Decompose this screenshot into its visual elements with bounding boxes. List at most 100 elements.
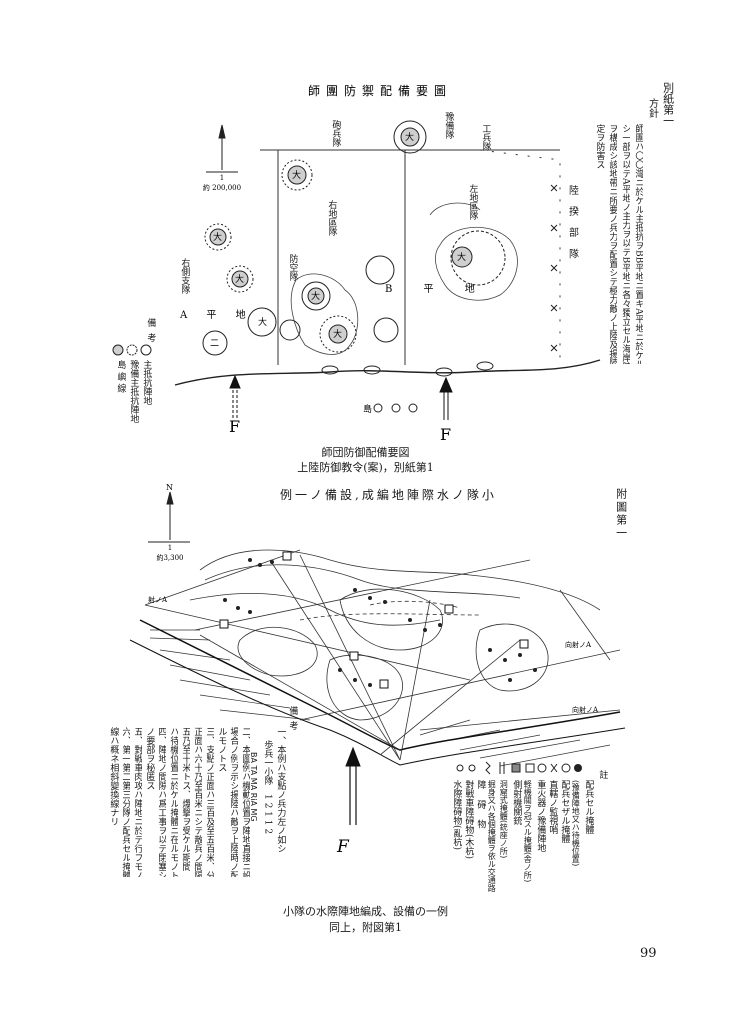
map2-caption-line1: 小隊の水際陣地編成、設備の一例 xyxy=(283,905,448,918)
map2-note-14: 六、第一第二第三分隊ノ配兵セル掩體ノ xyxy=(120,727,131,877)
map1-reserve-label: 豫備隊 xyxy=(443,112,454,139)
map2-arrow-a1: 射ノA xyxy=(148,595,168,604)
map2-note-11: 四、陣地ノ間隙ハ爲工事ヲ以テ閉塞シテ陣地 xyxy=(156,727,167,877)
map1-f-left: F xyxy=(229,417,240,436)
map2-note-10: ハ待機位置ニ於ケル掩體ニ在ルモノトス xyxy=(168,727,179,877)
map2-scale-num: 1 xyxy=(168,544,172,552)
map2-note-6: ルモノトス xyxy=(216,727,227,772)
map1-policy-line-1: 師團ハ〇〇灣ニ於ケル主抵抗ヲBB平地ニ置キA平地ニ於ケル xyxy=(633,124,644,364)
map2-north-arrow xyxy=(148,491,190,543)
map2-shoreline xyxy=(139,619,621,751)
map2-note-9: 五乃至十米トス、爆撃ヲ受ケル期間 xyxy=(180,727,191,871)
map1-beach-marks xyxy=(321,361,494,377)
map2-legend-4: 直轄ノ監視哨 xyxy=(547,780,558,834)
map2-legend-5: 重火器ノ豫備陣地 xyxy=(535,780,546,852)
map2-contours xyxy=(189,549,601,721)
map1-defense-positions xyxy=(202,120,506,413)
map1-caption-line2: 上陸防御教令(案)，別紙第1 xyxy=(297,461,434,474)
svg-text:大: 大 xyxy=(311,290,320,302)
map2-arrow-a3: 向射ノA xyxy=(572,705,599,714)
map2-legend-12: 水際障碍物(亂杭) xyxy=(451,780,462,851)
svg-text:大: 大 xyxy=(213,231,222,243)
map2-legend-1: 配兵セル掩體 xyxy=(583,780,594,834)
map2-legend-heading: 註 xyxy=(597,770,608,779)
map1-policy-line-2: シ一部ヲ以テA平地ノ主力ヲ以テB平地ニ各々獨立セル海岸陣地帶 xyxy=(620,124,631,364)
map2-legend-2: (豫備陣地又ハ待機位置) xyxy=(571,780,581,867)
map1-legend-symbols xyxy=(112,344,152,356)
map1-islands: 島 xyxy=(363,403,372,415)
svg-text:大: 大 xyxy=(333,328,342,340)
map1-north-arrow xyxy=(206,124,238,173)
division-map-svg: 師團防禦配備要圖 1 約 200,000 xyxy=(174,83,601,444)
map2-note-12: ノ要部ヲ秘匿ス xyxy=(144,727,155,790)
map2-note-3: BA TA MA RiA MG xyxy=(249,752,259,822)
map2-legend-8: 洞窟式掩體(銃座ノ所) xyxy=(499,780,509,859)
map2-note-2: 歩兵一小隊 1 2 1 1 2 xyxy=(262,740,273,835)
map2-side-label: 附圖第一 xyxy=(614,488,628,540)
map1-b-plain: B 平 地 xyxy=(385,282,489,295)
map1-side-label: 別紙第一 xyxy=(661,82,675,126)
page-number: 99 xyxy=(640,946,657,961)
map2-caption-line2: 同上，附図第1 xyxy=(329,921,402,934)
map1-policy-heading: 方針 xyxy=(646,98,658,118)
map2-title: 例一ノ備設,成編地陣際水ノ隊小 xyxy=(280,488,497,502)
map1-coastline xyxy=(174,359,601,386)
map1-legend-item-2: 豫備主抵抗陣地 xyxy=(128,360,139,423)
map2-f-label: F xyxy=(336,837,350,857)
map1-f-right: F xyxy=(440,425,451,444)
svg-text:大: 大 xyxy=(405,131,414,143)
map2-note-8: 正面ハ六十乃至百米ニシテ散兵ノ間隔ハ xyxy=(192,727,203,877)
map1-circle-labels: 大 大 大 大 二 大 大 大 大 xyxy=(210,131,466,349)
map2-note-7: 三、支點ノ正面ハ三百及至五百米、分隊ノ xyxy=(204,727,215,877)
map1-coastal-unit-label: 陸 揆 部 隊 xyxy=(566,185,578,263)
map1-policy-line-4: 定ヲ防害ス xyxy=(594,124,605,169)
map1-caption-line1: 師団防御配備要図 xyxy=(321,446,410,459)
figure-division-defense-map: 師團防禦配備要圖 1 約 200,000 xyxy=(0,0,731,480)
map1-left-sector-label: 左地區隊 xyxy=(467,184,478,220)
map1-scale-den: 約 200,000 xyxy=(203,183,241,192)
svg-text:大: 大 xyxy=(235,273,244,285)
map2-notes-heading: 備考 xyxy=(287,706,298,736)
map2-note-5: 場合ノ例ヲ示シ揚陸ハ敵ヲ上陸時ノ配備ニ在 xyxy=(228,727,239,877)
map2-legend-3: 配兵セザル掩體 xyxy=(559,780,570,843)
map2-legend-7: 側射機關銃 xyxy=(511,780,522,825)
map2-note-4: 二、本圖例ハ機動位置ヲ陣地直接ニ設ケタル xyxy=(240,727,251,877)
map2-legend-9: 掘身又ハ各個掩體ヲ依ル交通路 xyxy=(487,780,497,892)
map1-frame xyxy=(260,149,561,365)
map1-boundary-marks xyxy=(550,184,558,352)
map2-note-13: 五、對戦車肉攻ハ陣地ニ於テ行フモノト設想ス xyxy=(132,727,143,877)
svg-text:二: 二 xyxy=(210,339,219,349)
map2-legend-11: 對戰車障碍物(木杭) xyxy=(463,780,474,860)
map1-artillery-label: 砲兵隊 xyxy=(330,120,341,147)
map1-legend-item-1: 主抵抗陣地 xyxy=(141,360,152,405)
map1-a-plain: A 平 地 xyxy=(179,308,254,321)
map1-right-flank-label: 右側支隊 xyxy=(179,258,190,294)
svg-text:大: 大 xyxy=(457,251,466,263)
svg-text:大: 大 xyxy=(292,169,301,181)
map2-note-1: 一、本例ハ支點ノ兵力左ノ如シ xyxy=(275,727,286,853)
map2-legend-10: 障 碍 物 xyxy=(475,780,486,833)
map1-legend-heading: 備考 xyxy=(145,318,156,348)
map1-defense-unit-label: 防空隊 xyxy=(287,254,298,281)
map2-north: N xyxy=(166,483,173,492)
map2-legend-symbols xyxy=(456,761,582,775)
platoon-map-svg: N 1 約3,300 xyxy=(129,483,626,857)
map2-positions xyxy=(223,558,537,687)
map1-scale-num: 1 xyxy=(220,174,224,182)
map1-terrain xyxy=(290,202,518,355)
map1-title: 師團防禦配備要圖 xyxy=(308,83,452,98)
map1-right-sector-label: 右地區隊 xyxy=(326,200,337,236)
svg-text:大: 大 xyxy=(258,316,267,328)
map2-scale-den: 約3,300 xyxy=(156,553,183,562)
figure-platoon-waterline: 例一ノ備設,成編地陣際水ノ隊小 附圖第一 N 1 約3,300 xyxy=(0,480,731,1024)
map1-legend-item-3: 島 嶼 線 xyxy=(115,360,126,393)
map2-bunkers xyxy=(219,551,529,689)
map2-arrow-a2: 向射ノA xyxy=(565,640,592,649)
map2-assault-arrow xyxy=(345,746,361,825)
map1-attack-arrows xyxy=(229,374,453,420)
map2-note-15: 線ハ概ネ相斜變換線ナリ xyxy=(108,727,119,826)
map1-policy-line-3: ヲ構成シ該地帶ニ所要ノ兵力ヲ配置シテ極力敵ノ上陸及揚陸ヲ xyxy=(607,124,618,364)
map2-legend-6: 軽機關ヲ冠スル掩體(舎ノ所) xyxy=(523,780,533,883)
map1-engineer-label: 工兵隊 xyxy=(480,124,491,151)
map2-shoreline-2 xyxy=(129,639,626,766)
